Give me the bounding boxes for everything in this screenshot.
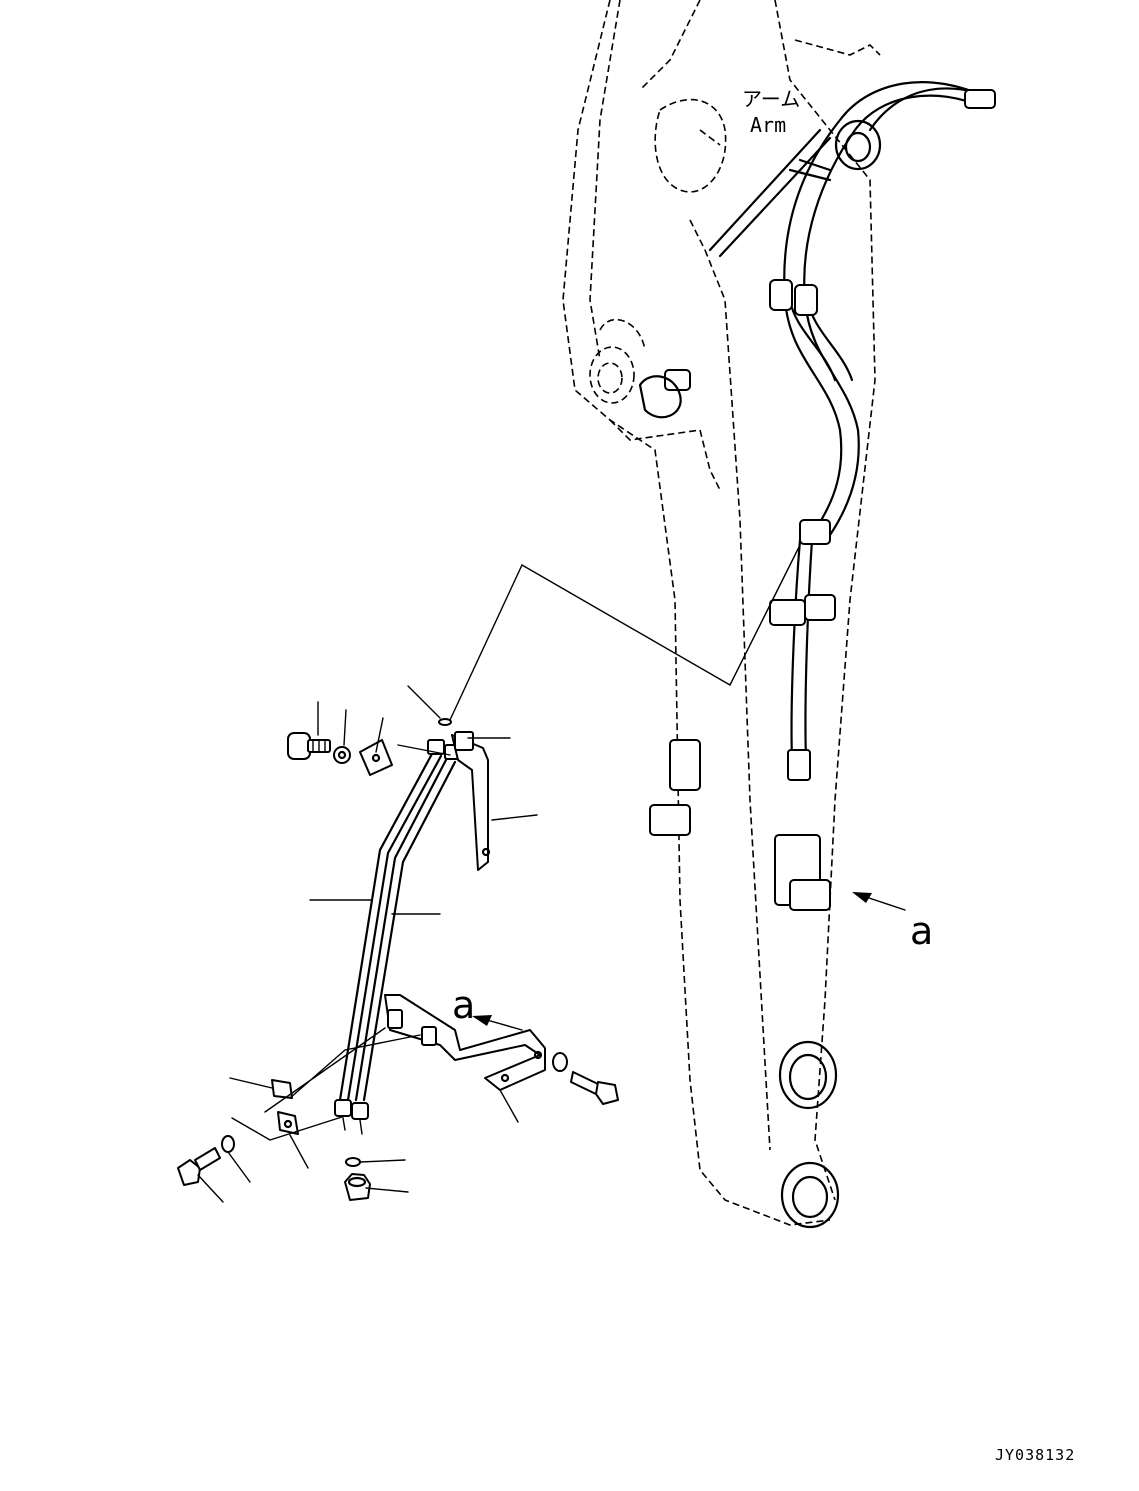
view-arrow-main [852, 892, 906, 911]
arm-top-boss [834, 119, 882, 171]
washer-top [333, 746, 351, 764]
bolt-top [287, 732, 331, 760]
arm-outline [562, 0, 876, 1226]
arm-clamps [638, 369, 836, 836]
arm-features [589, 39, 881, 404]
part-leader-lines [197, 685, 538, 1203]
arm-pin-boss-mid [778, 1040, 838, 1110]
clamp-plates-lower [231, 1027, 421, 1141]
arm-pin-boss-bottom [780, 1161, 840, 1229]
bolt-lower-left [177, 1147, 221, 1186]
view-ref-label-main: a [910, 909, 933, 953]
washer-lower-right [552, 1052, 568, 1072]
arm-hose-fittings [769, 89, 996, 911]
callout-leader [449, 544, 801, 721]
o-ring-lower [345, 1157, 361, 1167]
arm-label-en: Arm [750, 113, 786, 137]
bracket-upper [397, 731, 491, 871]
arm-hoses [783, 81, 990, 762]
tube-fittings-bottom [334, 1099, 369, 1135]
bolt-lower-right [570, 1071, 619, 1105]
hydraulic-tubes [338, 750, 457, 1102]
arm-label-jp: アーム [742, 87, 800, 111]
view-arrow-detail [472, 1015, 523, 1031]
arm-tube [708, 128, 832, 258]
drawing-code: JY038132 [995, 1446, 1075, 1464]
clamp-plate-top [359, 739, 393, 776]
view-ref-label-detail: a [452, 983, 475, 1027]
nut-lower [344, 1173, 371, 1201]
washer-lower-left [221, 1135, 235, 1153]
